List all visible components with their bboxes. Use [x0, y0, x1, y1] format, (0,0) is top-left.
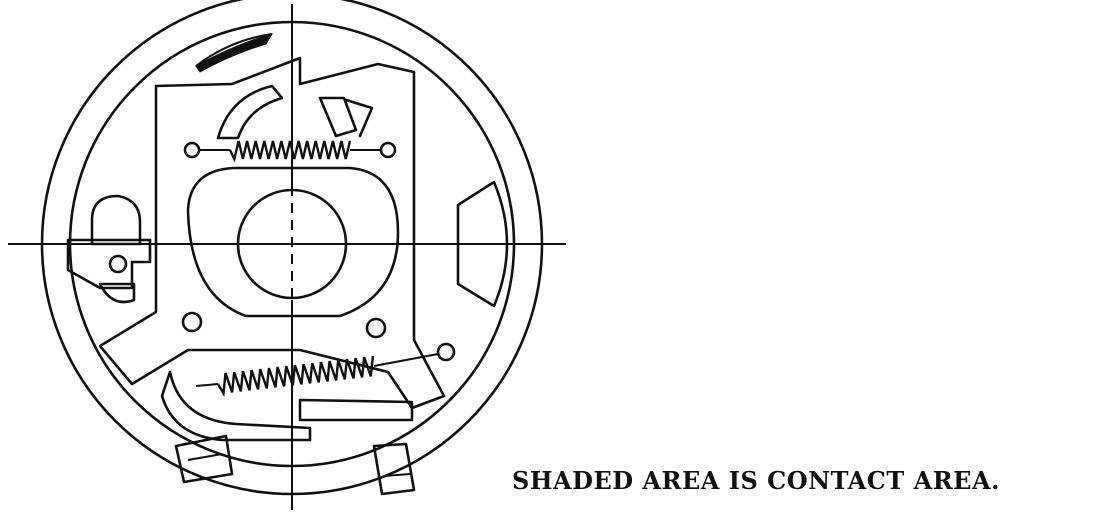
screw-hole-left: [181, 311, 203, 333]
breaker-plate-diagram: [8, 0, 566, 510]
arm-pivot-hole: [108, 254, 128, 274]
spring-coil: [216, 355, 375, 398]
left-upper-lobe: [90, 194, 142, 246]
contact-bracket: [344, 98, 374, 138]
upper-spring: [199, 140, 381, 163]
spring-anchor-right: [379, 141, 397, 159]
bottom-tab-right: [372, 442, 416, 496]
tab-mark-right: [383, 473, 411, 477]
lower-spring: [195, 353, 439, 398]
screw-hole-right: [365, 317, 387, 339]
contact-point-left: [216, 84, 284, 140]
plate-cutout: [456, 180, 509, 308]
contact-area-shading: [195, 33, 274, 73]
spring-anchor-left: [183, 141, 201, 159]
figure-caption: SHADED AREA IS CONTACT AREA.: [512, 466, 1000, 495]
bottom-tab-left: [174, 434, 234, 484]
left-lower-lobe: [98, 282, 136, 304]
contact-arc: [195, 33, 273, 67]
tab-mark-left: [187, 453, 223, 461]
breaker-plate: [98, 56, 446, 410]
lower-bracket: [160, 370, 312, 442]
spring-anchor-lower: [436, 342, 456, 362]
lower-slot: [298, 398, 414, 422]
contact-point-right: [318, 96, 358, 138]
spring-coil: [228, 140, 352, 163]
